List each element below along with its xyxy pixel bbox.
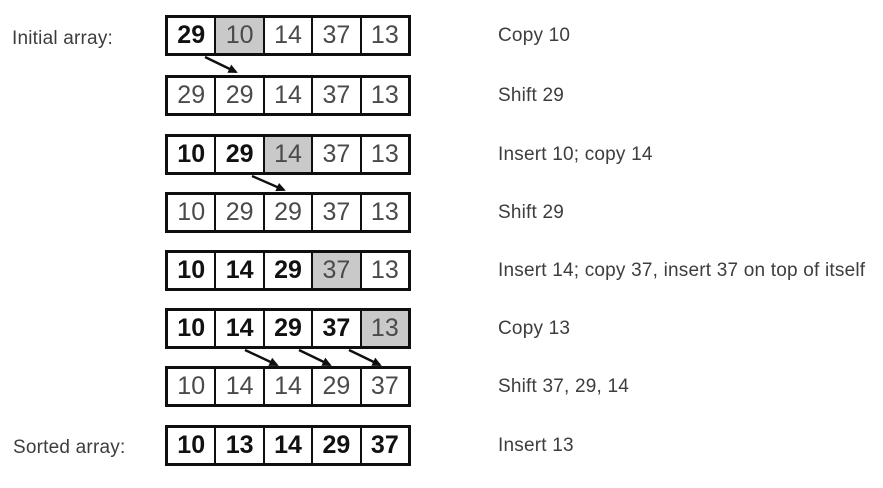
array-cell: 37	[313, 311, 362, 346]
array-cell: 14	[264, 428, 314, 463]
array-cell: 14	[264, 18, 314, 53]
step-caption: Shift 29	[498, 201, 565, 223]
array-cell: 29	[264, 253, 314, 288]
array-cell: 29	[216, 78, 265, 113]
array-cell: 13	[361, 78, 409, 113]
array-cell: 29	[168, 18, 217, 53]
array-cell: 14	[264, 137, 314, 172]
array-cell: 37	[313, 253, 362, 288]
array-cell: 13	[361, 195, 409, 230]
array-cell: 10	[168, 369, 217, 404]
array-cell: 10	[168, 311, 217, 346]
array-cell: 29	[264, 195, 314, 230]
array-cell: 29	[313, 369, 362, 404]
array-cell: 29	[168, 78, 217, 113]
array-cell: 29	[313, 428, 362, 463]
array-cell: 14	[216, 311, 265, 346]
array-cell: 29	[216, 195, 265, 230]
array-cell: 10	[216, 18, 265, 53]
array-cell: 10	[168, 195, 217, 230]
initial-array-label: Initial array:	[12, 27, 114, 49]
array-cell: 10	[168, 137, 217, 172]
array-cell: 29	[264, 311, 314, 346]
array-cell: 37	[313, 78, 362, 113]
shift-arrow	[251, 174, 286, 192]
step-caption: Insert 13	[498, 434, 574, 456]
array-cell: 14	[264, 369, 314, 404]
array-cell: 13	[361, 253, 409, 288]
array-cell: 10	[168, 428, 217, 463]
array-cell: 13	[361, 137, 409, 172]
array-cell: 14	[216, 369, 265, 404]
step-caption: Copy 10	[498, 24, 571, 46]
shift-arrow	[298, 348, 332, 367]
array-cell: 14	[264, 78, 314, 113]
array-cell: 37	[361, 428, 409, 463]
shift-arrow	[244, 348, 279, 367]
step-caption: Shift 37, 29, 14	[498, 375, 630, 397]
step-caption: Shift 29	[498, 84, 565, 106]
step-caption: Insert 10; copy 14	[498, 143, 653, 165]
array-cell: 29	[216, 137, 265, 172]
array-cell: 13	[216, 428, 265, 463]
array-cell: 10	[168, 253, 217, 288]
shift-arrow	[204, 55, 238, 74]
array-cell: 37	[313, 18, 362, 53]
array-cell: 37	[361, 369, 409, 404]
array-cell: 14	[216, 253, 265, 288]
step-caption: Insert 14; copy 37, insert 37 on top of …	[498, 259, 866, 281]
array-cell: 37	[313, 195, 362, 230]
shift-arrow	[348, 348, 382, 367]
step-caption: Copy 13	[498, 317, 571, 339]
array-cell: 13	[361, 311, 409, 346]
array-cell: 13	[361, 18, 409, 53]
sorted-array-label: Sorted array:	[13, 436, 126, 458]
array-cell: 37	[313, 137, 362, 172]
